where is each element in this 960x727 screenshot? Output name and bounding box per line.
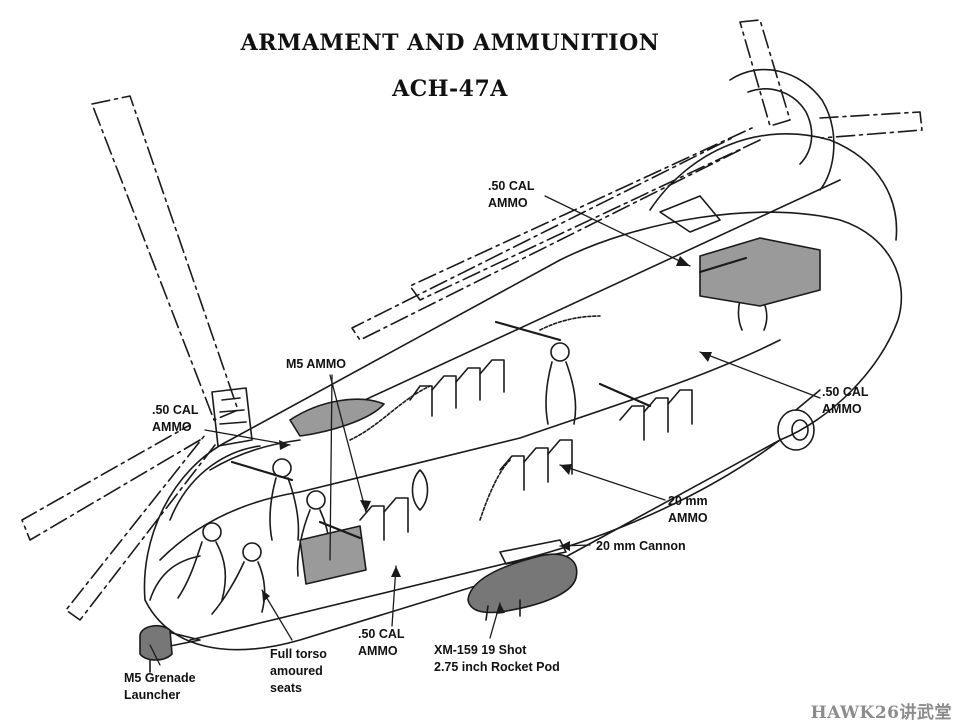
seat-row-upper [409,359,505,417]
label-50cal-ammo-top: .50 CAL AMMO [488,178,535,212]
callout-arrowheads [262,256,712,614]
label-m5-ammo: M5 AMMO [286,356,346,373]
label-line: amoured [270,664,323,678]
landing-gear-wheel [777,389,821,451]
label-line: M5 Grenade [124,671,196,685]
label-20mm-cannon: 20 mm Cannon [596,538,686,555]
label-20mm-ammo: 20 mm AMMO [668,493,708,527]
cannon-20mm [499,539,567,565]
label-line: AMMO [668,511,708,525]
callout-leaders [149,195,821,666]
label-line: M5 AMMO [286,357,346,371]
forward-rotor-blades [21,95,239,621]
ammo-feed-chutes [349,315,601,521]
forward-rotor-hub [211,387,253,447]
label-line: AMMO [152,420,192,434]
gun-barrels [230,256,748,540]
watermark: HAWK26讲武堂 [810,703,952,723]
label-line: 2.75 inch Rocket Pod [434,660,560,674]
label-line: seats [270,681,302,695]
diagram-title: ARMAMENT AND AMMUNITION [240,30,660,56]
label-line: AMMO [488,196,528,210]
label-line: AMMO [822,402,862,416]
label-50cal-ammo-left: .50 CAL AMMO [152,402,199,436]
label-line: .50 CAL [152,403,199,417]
label-line: XM-159 19 Shot [434,643,527,657]
label-rocket-pod: XM-159 19 Shot 2.75 inch Rocket Pod [434,642,560,676]
label-armoured-seats: Full torso amoured seats [270,646,327,697]
label-50cal-ammo-bottom: .50 CAL AMMO [358,626,405,660]
rocket-pod [467,553,578,621]
label-50cal-ammo-right: .50 CAL AMMO [822,384,869,418]
aft-rotor-blades [351,19,923,341]
label-line: .50 CAL [488,179,535,193]
grenade-launcher [139,624,173,673]
label-line: .50 CAL [822,385,869,399]
label-line: AMMO [358,644,398,658]
label-line: Launcher [124,688,181,702]
label-line: .50 CAL [358,627,405,641]
label-line: 20 mm Cannon [596,539,686,553]
seat-row-lower [359,439,573,541]
diagram-subtitle: ACH-47A [392,76,508,102]
label-grenade-launcher: M5 Grenade Launcher [124,670,196,704]
label-line: 20 mm [668,494,708,508]
fuselage-outline [143,179,903,651]
aft-rotor-pylon [649,68,898,241]
label-line: Full torso [270,647,327,661]
crew-figures [177,268,768,615]
ammo-containers [289,237,821,585]
